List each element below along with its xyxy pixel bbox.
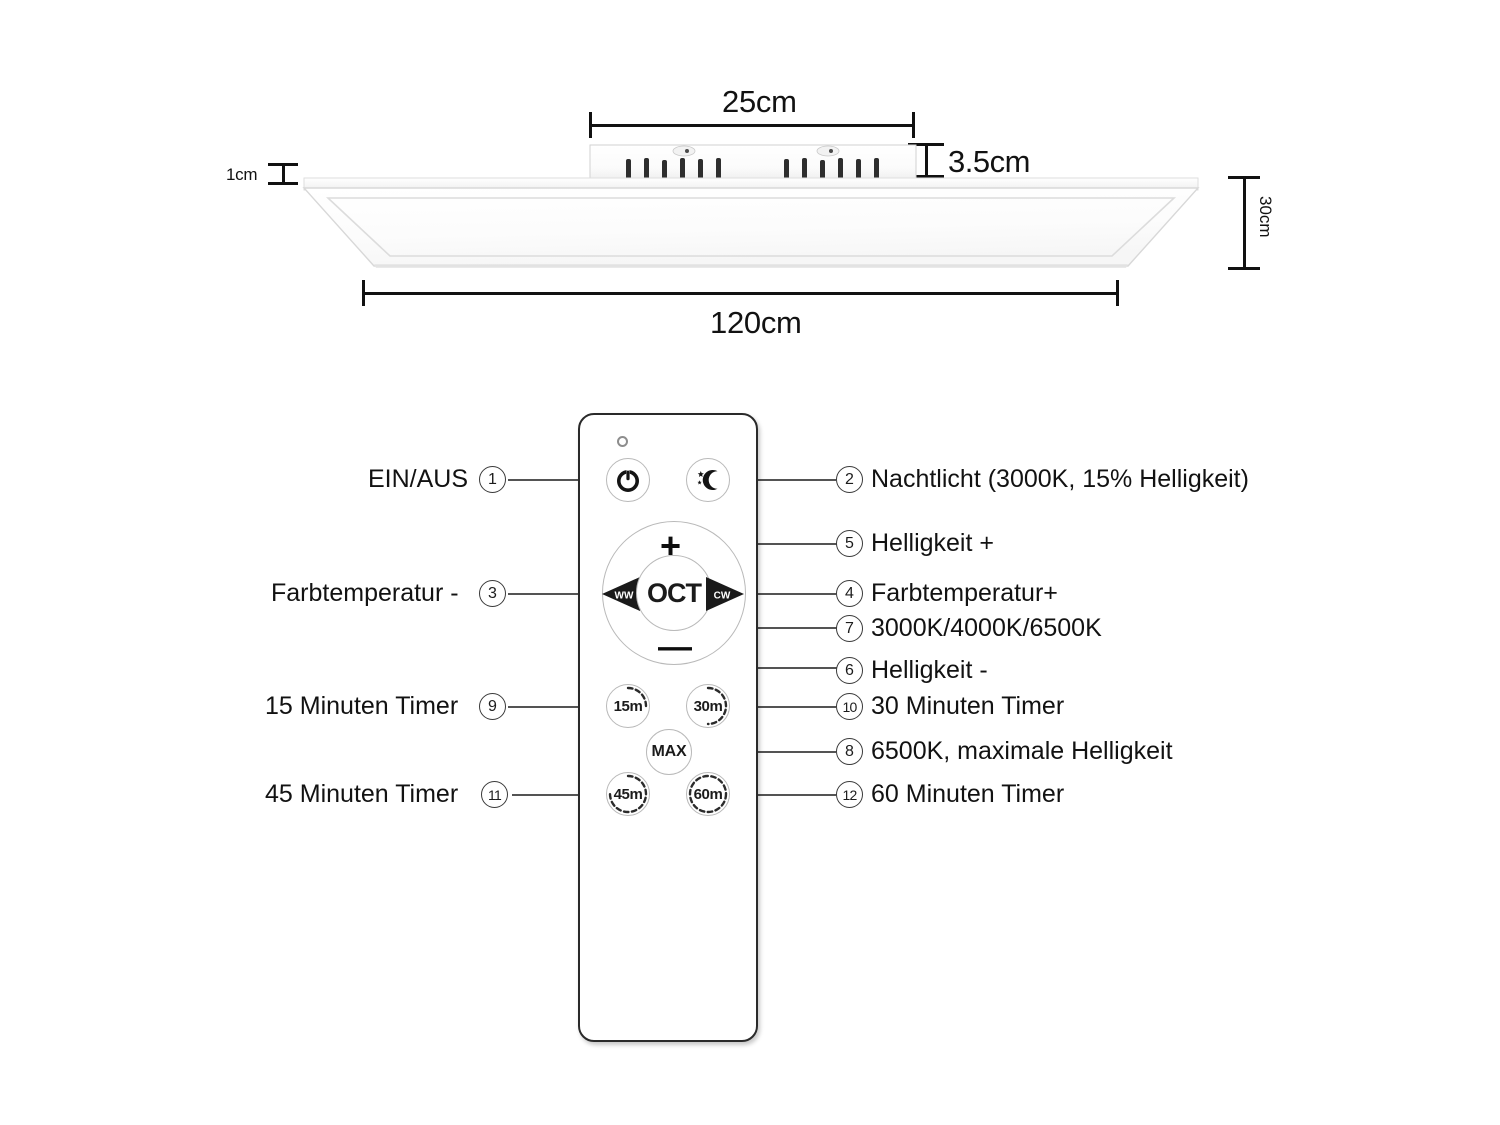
callout-badge-5: 5 [836, 530, 863, 557]
leader-line-10 [736, 706, 836, 708]
led-panel-diagram: 25cm 3.5cm 1cm [0, 0, 1500, 360]
oct-label: OCT [647, 577, 702, 608]
power-button[interactable] [606, 458, 650, 502]
callout-badge-2: 2 [836, 466, 863, 493]
callout-badge-4: 4 [836, 580, 863, 607]
led-indicator-icon [617, 436, 628, 447]
dimension-tick-120cm-right [1116, 280, 1119, 306]
cool-white-label: CW [714, 591, 731, 602]
timer-30m-button[interactable]: 30m [686, 684, 730, 728]
callout-badge-1: 1 [479, 466, 506, 493]
remote-control-body [578, 413, 758, 1042]
callout-15-minuten-timer-text: 15 Minuten Timer [265, 692, 459, 720]
power-icon [617, 470, 639, 492]
callout-badge-10: 10 [836, 693, 863, 720]
timer-45m-label: 45m [613, 785, 643, 803]
dimension-marker-1cm [268, 163, 300, 185]
timer-60m-arc-icon [688, 774, 728, 814]
leader-line-12 [738, 794, 836, 796]
timer-15m-arc-icon [626, 686, 648, 708]
dimension-marker-35cm [908, 143, 948, 178]
callout-badge-7: 7 [836, 615, 863, 642]
callout-max-helligkeit-text: 6500K, maximale Helligkeit [871, 737, 1173, 765]
callout-ein-aus-text: EIN/AUS [368, 465, 469, 493]
callout-helligkeit-minus-text: Helligkeit - [871, 656, 988, 684]
led-panel-body [302, 177, 1200, 268]
timer-30m-arc-icon [706, 686, 728, 726]
dimension-label-1cm: 1cm [226, 165, 258, 184]
dimension-label-120cm: 120cm [710, 305, 802, 340]
timer-60m-label: 60m [693, 785, 723, 803]
leader-line-9 [508, 706, 606, 708]
dimension-tick-120cm-left [362, 280, 365, 306]
callout-60-minuten-timer-text: 60 Minuten Timer [871, 780, 1065, 808]
leader-line-3 [508, 593, 606, 595]
callout-badge-11: 11 [481, 781, 508, 808]
max-label: MAX [651, 743, 687, 760]
warm-white-label: WW [615, 591, 634, 602]
brightness-up-button[interactable]: + [660, 525, 682, 566]
callout-badge-6: 6 [836, 657, 863, 684]
timer-15m-label: 15m [613, 697, 643, 715]
callout-badge-3: 3 [479, 580, 506, 607]
leader-line-11 [512, 794, 606, 796]
warm-white-button[interactable]: WW [600, 575, 642, 613]
dimension-label-25cm: 25cm [722, 84, 797, 119]
timer-45m-arc-icon [608, 774, 648, 814]
timer-45m-button[interactable]: 45m [606, 772, 650, 816]
leader-line-5 [680, 543, 837, 545]
leader-line-8 [694, 751, 836, 753]
dimension-label-35cm: 3.5cm [948, 144, 1030, 179]
callout-30-minuten-timer-text: 30 Minuten Timer [871, 692, 1065, 720]
dimension-line-120cm [362, 292, 1119, 295]
timer-15m-button[interactable]: 15m [606, 684, 650, 728]
leader-line-4 [736, 593, 836, 595]
timer-60m-button[interactable]: 60m [686, 772, 730, 816]
nightlight-button[interactable] [686, 458, 730, 502]
callout-badge-12: 12 [836, 781, 863, 808]
dimension-tick-25cm-right [912, 112, 915, 138]
callout-farbtemperatur-werte-text: 3000K/4000K/6500K [871, 614, 1102, 642]
callout-badge-9: 9 [479, 693, 506, 720]
dimension-marker-30cm [1228, 176, 1262, 270]
dimension-line-25cm [589, 124, 915, 127]
dimension-tick-25cm-left [589, 112, 592, 138]
moon-stars-icon [697, 470, 718, 490]
oct-button[interactable]: OCT [636, 555, 712, 631]
leader-line-2 [735, 479, 836, 481]
max-brightness-button[interactable]: MAX [646, 729, 692, 775]
callout-45-minuten-timer-text: 45 Minuten Timer [265, 780, 459, 808]
callout-helligkeit-plus-text: Helligkeit + [871, 529, 994, 557]
cool-white-button[interactable]: CW [704, 575, 746, 613]
brightness-down-button[interactable]: — [658, 628, 692, 666]
callout-nachtlicht-text: Nachtlicht (3000K, 15% Helligkeit) [871, 465, 1249, 493]
callout-badge-8: 8 [836, 738, 863, 765]
timer-30m-label: 30m [693, 697, 723, 715]
callout-farbtemperatur-plus-text: Farbtemperatur+ [871, 579, 1058, 607]
callout-farbtemperatur-minus-text: Farbtemperatur - [271, 579, 459, 607]
leader-line-1 [508, 479, 611, 481]
